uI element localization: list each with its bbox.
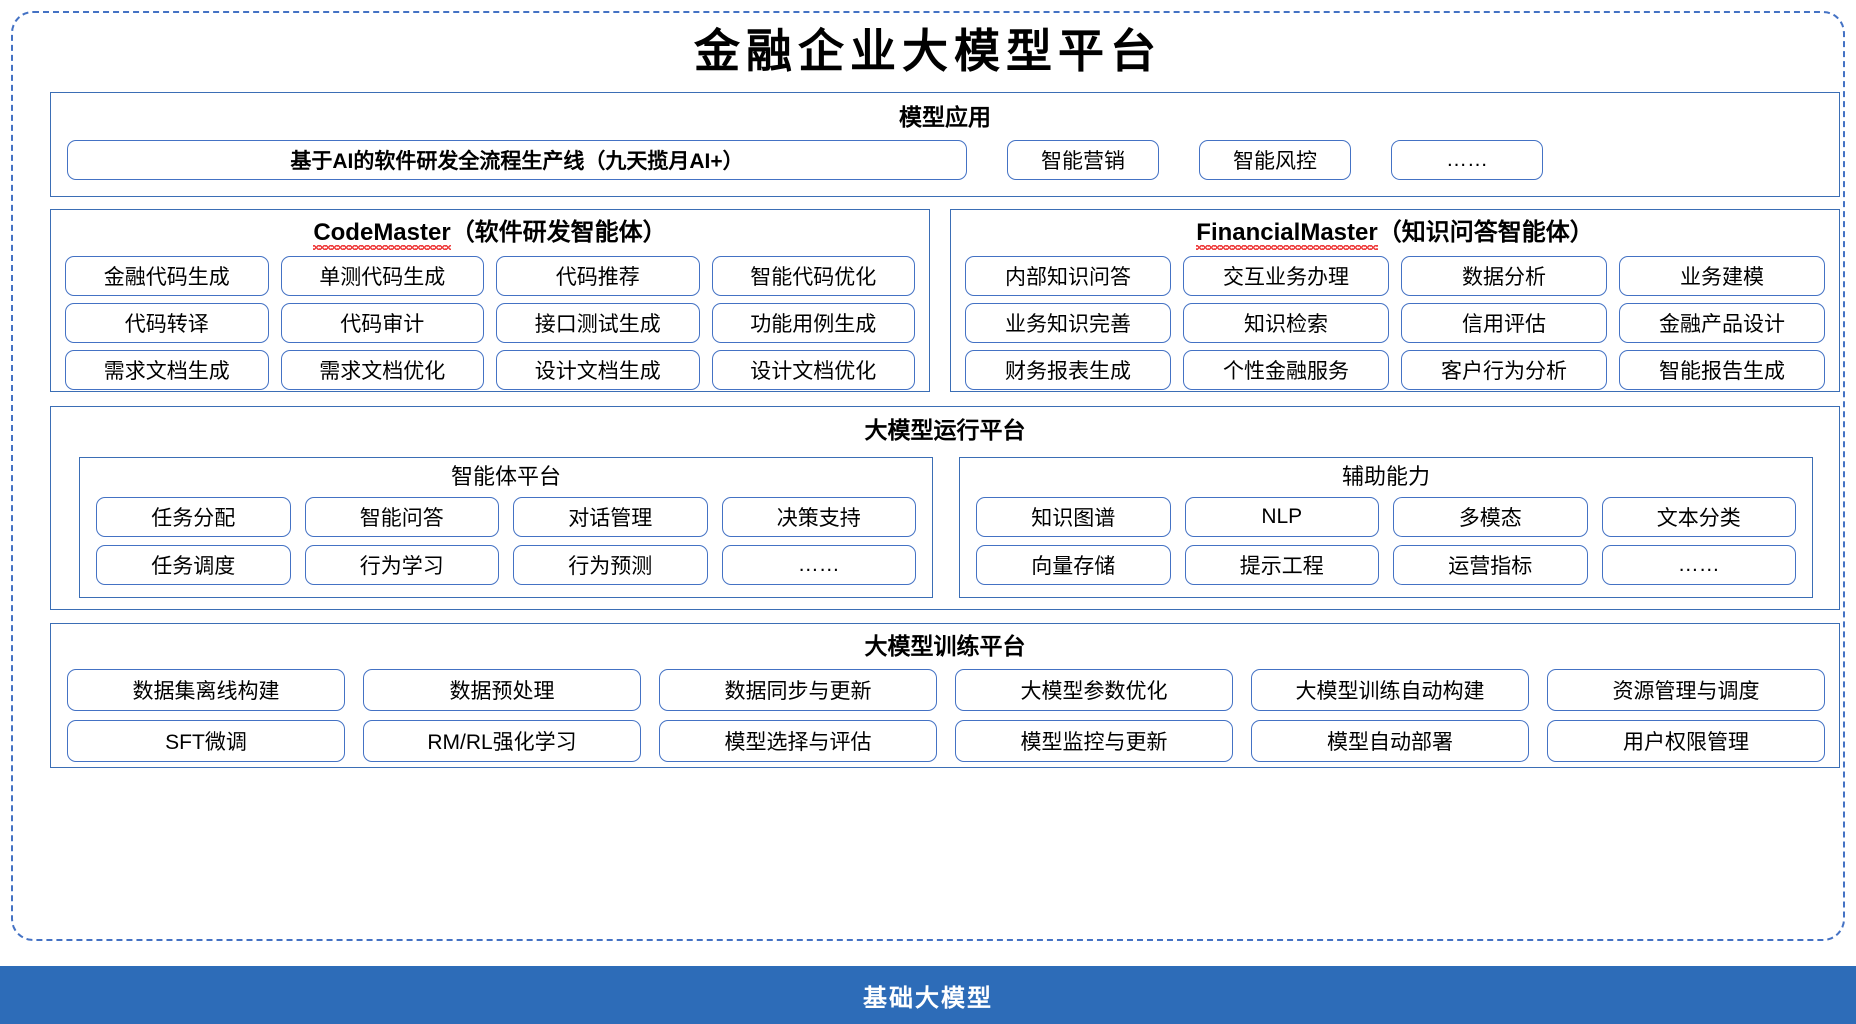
section-title-model-application: 模型应用 — [899, 104, 991, 130]
chip-interface-test-gen[interactable]: 接口测试生成 — [496, 303, 700, 343]
chip-financial-product-design[interactable]: 金融产品设计 — [1619, 303, 1825, 343]
chip-task-allocation[interactable]: 任务分配 — [96, 497, 291, 537]
chip-model-parameter-optimization[interactable]: 大模型参数优化 — [955, 669, 1233, 711]
section-title-code-master: CodeMaster（软件研发智能体） — [51, 219, 929, 251]
chip-customer-behavior-analysis[interactable]: 客户行为分析 — [1401, 350, 1607, 390]
section-model-application: 模型应用 基于AI的软件研发全流程生产线（九天揽月AI+） 智能营销 智能风控 … — [50, 92, 1840, 197]
chip-data-analysis[interactable]: 数据分析 — [1401, 256, 1607, 296]
section-train-platform: 大模型训练平台 数据集离线构建 数据预处理 数据同步与更新 大模型参数优化 大模… — [50, 623, 1840, 768]
chip-data-preprocessing[interactable]: 数据预处理 — [363, 669, 641, 711]
model-application-items: 基于AI的软件研发全流程生产线（九天揽月AI+） 智能营销 智能风控 …… — [67, 140, 1825, 180]
section-financial-master: FinancialMaster（知识问答智能体） 内部知识问答 交互业务办理 数… — [950, 209, 1840, 392]
capability-row: 知识图谱 NLP 多模态 文本分类 — [976, 497, 1796, 537]
chip-smart-qa[interactable]: 智能问答 — [304, 497, 499, 537]
chip-smart-report-gen[interactable]: 智能报告生成 — [1619, 350, 1825, 390]
chip-smart-code-optimization[interactable]: 智能代码优化 — [711, 256, 915, 296]
section-code-master: CodeMaster（软件研发智能体） 金融代码生成 单测代码生成 代码推荐 智… — [50, 209, 930, 392]
capability-row: 财务报表生成 个性金融服务 客户行为分析 智能报告生成 — [965, 350, 1825, 390]
chip-model-monitoring-update[interactable]: 模型监控与更新 — [955, 720, 1233, 762]
chip-requirement-doc-gen[interactable]: 需求文档生成 — [65, 350, 269, 390]
chip-design-doc-gen[interactable]: 设计文档生成 — [496, 350, 700, 390]
subsection-title-auxiliary-capability: 辅助能力 — [1341, 464, 1430, 489]
page-title: 金融企业大模型平台 — [694, 26, 1162, 77]
chip-dataset-offline-build[interactable]: 数据集离线构建 — [67, 669, 345, 711]
chip-knowledge-graph[interactable]: 知识图谱 — [976, 497, 1171, 537]
financial-master-capability-grid: 内部知识问答 交互业务办理 数据分析 业务建模 业务知识完善 知识检索 信用评估… — [965, 256, 1825, 390]
chip-vector-storage[interactable]: 向量存储 — [976, 545, 1171, 585]
chip-financial-report-gen[interactable]: 财务报表生成 — [965, 350, 1171, 390]
chip-credit-assessment[interactable]: 信用评估 — [1401, 303, 1607, 343]
section-title-financial-master: FinancialMaster（知识问答智能体） — [951, 219, 1839, 251]
financial-master-subtitle: （知识问答智能体） — [1377, 219, 1594, 246]
subsection-agent-platform: 智能体平台 任务分配 智能问答 对话管理 决策支持 任务调度 行为学习 行为预测… — [79, 457, 933, 598]
chip-resource-management-scheduling[interactable]: 资源管理与调度 — [1547, 669, 1825, 711]
chip-more-auxiliary-capabilities[interactable]: …… — [1601, 545, 1796, 585]
chip-operation-metrics[interactable]: 运营指标 — [1393, 545, 1588, 585]
chip-smart-marketing[interactable]: 智能营销 — [1007, 140, 1159, 180]
chip-more-agent-capabilities[interactable]: …… — [721, 545, 916, 585]
capability-row: SFT微调 RM/RL强化学习 模型选择与评估 模型监控与更新 模型自动部署 用… — [67, 720, 1825, 762]
chip-model-training-auto-build[interactable]: 大模型训练自动构建 — [1251, 669, 1529, 711]
chip-nlp[interactable]: NLP — [1184, 497, 1379, 537]
chip-functional-case-gen[interactable]: 功能用例生成 — [711, 303, 915, 343]
capability-row: 内部知识问答 交互业务办理 数据分析 业务建模 — [965, 256, 1825, 296]
chip-business-knowledge-improvement[interactable]: 业务知识完善 — [965, 303, 1171, 343]
chip-data-sync-update[interactable]: 数据同步与更新 — [659, 669, 937, 711]
capability-row: 金融代码生成 单测代码生成 代码推荐 智能代码优化 — [65, 256, 915, 296]
section-title-run-platform: 大模型运行平台 — [864, 417, 1026, 443]
chip-knowledge-retrieval[interactable]: 知识检索 — [1183, 303, 1389, 343]
chip-code-recommendation[interactable]: 代码推荐 — [496, 256, 700, 296]
capability-row: 任务调度 行为学习 行为预测 …… — [96, 545, 916, 585]
diagram-outer-frame — [11, 11, 1845, 941]
base-model-label: 基础大模型 — [863, 984, 993, 1012]
subsection-auxiliary-capability: 辅助能力 知识图谱 NLP 多模态 文本分类 向量存储 提示工程 运营指标 …… — [959, 457, 1813, 598]
capability-row: 向量存储 提示工程 运营指标 …… — [976, 545, 1796, 585]
capability-row: 业务知识完善 知识检索 信用评估 金融产品设计 — [965, 303, 1825, 343]
chip-internal-knowledge-qa[interactable]: 内部知识问答 — [965, 256, 1171, 296]
chip-business-modeling[interactable]: 业务建模 — [1619, 256, 1825, 296]
chip-code-translation[interactable]: 代码转译 — [65, 303, 269, 343]
chip-multimodal[interactable]: 多模态 — [1393, 497, 1588, 537]
train-platform-grid: 数据集离线构建 数据预处理 数据同步与更新 大模型参数优化 大模型训练自动构建 … — [67, 669, 1825, 762]
chip-requirement-doc-optimization[interactable]: 需求文档优化 — [280, 350, 484, 390]
run-platform-columns: 智能体平台 任务分配 智能问答 对话管理 决策支持 任务调度 行为学习 行为预测… — [79, 457, 1813, 598]
chip-more-applications[interactable]: …… — [1391, 140, 1543, 180]
code-master-capability-grid: 金融代码生成 单测代码生成 代码推荐 智能代码优化 代码转译 代码审计 接口测试… — [65, 256, 915, 390]
code-master-subtitle: （软件研发智能体） — [450, 219, 667, 246]
chip-design-doc-optimization[interactable]: 设计文档优化 — [711, 350, 915, 390]
chip-prompt-engineering[interactable]: 提示工程 — [1184, 545, 1379, 585]
chip-smart-risk-control[interactable]: 智能风控 — [1199, 140, 1351, 180]
section-run-platform: 大模型运行平台 智能体平台 任务分配 智能问答 对话管理 决策支持 任务调度 行… — [50, 406, 1840, 610]
chip-unit-test-code-gen[interactable]: 单测代码生成 — [280, 256, 484, 296]
code-master-name: CodeMaster — [313, 219, 452, 251]
chip-decision-support[interactable]: 决策支持 — [721, 497, 916, 537]
chip-sft-finetune[interactable]: SFT微调 — [67, 720, 345, 762]
chip-behavior-prediction[interactable]: 行为预测 — [513, 545, 708, 585]
chip-text-classification[interactable]: 文本分类 — [1601, 497, 1796, 537]
chip-dialogue-management[interactable]: 对话管理 — [513, 497, 708, 537]
chip-finance-code-gen[interactable]: 金融代码生成 — [65, 256, 269, 296]
chip-ai-dev-pipeline[interactable]: 基于AI的软件研发全流程生产线（九天揽月AI+） — [67, 140, 967, 180]
chip-rm-rl-reinforcement-learning[interactable]: RM/RL强化学习 — [363, 720, 641, 762]
chip-model-auto-deployment[interactable]: 模型自动部署 — [1251, 720, 1529, 762]
chip-behavior-learning[interactable]: 行为学习 — [304, 545, 499, 585]
capability-row: 数据集离线构建 数据预处理 数据同步与更新 大模型参数优化 大模型训练自动构建 … — [67, 669, 1825, 711]
base-model-bar: 基础大模型 — [0, 966, 1856, 1024]
section-title-train-platform: 大模型训练平台 — [864, 633, 1026, 659]
chip-code-audit[interactable]: 代码审计 — [280, 303, 484, 343]
chip-task-scheduling[interactable]: 任务调度 — [96, 545, 291, 585]
capability-row: 需求文档生成 需求文档优化 设计文档生成 设计文档优化 — [65, 350, 915, 390]
chip-interactive-business-handling[interactable]: 交互业务办理 — [1183, 256, 1389, 296]
financial-master-name: FinancialMaster — [1196, 219, 1379, 251]
capability-row: 代码转译 代码审计 接口测试生成 功能用例生成 — [65, 303, 915, 343]
chip-personalized-financial-service[interactable]: 个性金融服务 — [1183, 350, 1389, 390]
chip-user-permission-management[interactable]: 用户权限管理 — [1547, 720, 1825, 762]
capability-row: 任务分配 智能问答 对话管理 决策支持 — [96, 497, 916, 537]
chip-model-selection-evaluation[interactable]: 模型选择与评估 — [659, 720, 937, 762]
subsection-title-agent-platform: 智能体平台 — [450, 464, 561, 489]
